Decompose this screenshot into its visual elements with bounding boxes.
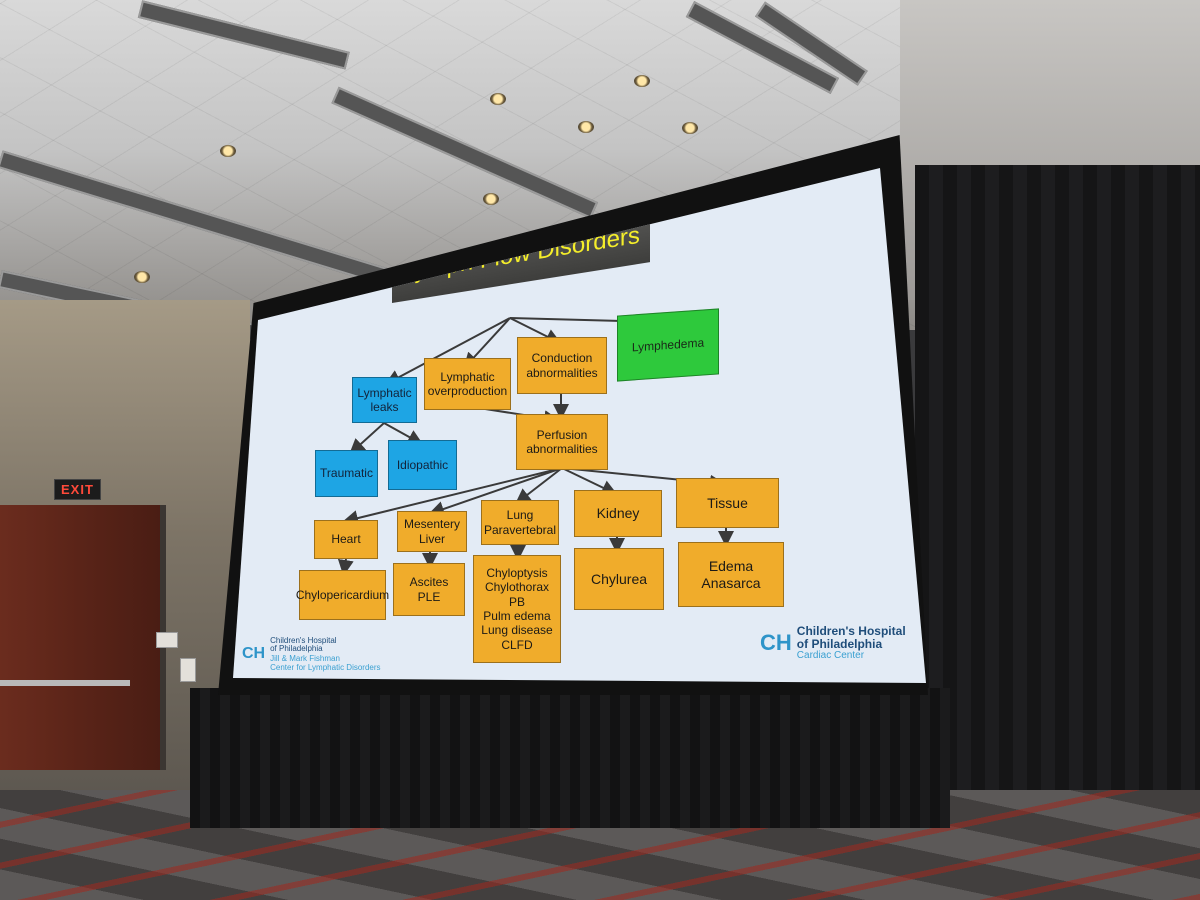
arrow [561, 467, 618, 496]
node-label: Ascites PLE [409, 575, 449, 604]
arrow [342, 467, 563, 526]
node-label: Lymphatic leaks [357, 385, 412, 414]
node-label: Perfusion abnormalities [526, 427, 598, 456]
arrow [514, 467, 563, 505]
node-tissue: Tissue [676, 478, 779, 528]
node-label: Tissue [707, 494, 748, 511]
logo-right-sub: Cardiac Center [796, 650, 865, 662]
ceiling-lamp [682, 122, 698, 134]
node-label: Kidney [596, 505, 640, 522]
node-label: Edema Anasarca [701, 557, 761, 591]
logo-left-name: Children's Hospital of Philadelphia [270, 636, 337, 654]
node-label: Heart [331, 532, 361, 547]
node-label: Chylopericardium [295, 587, 390, 602]
node-label: Mesentery Liver [403, 517, 461, 546]
arrow [337, 558, 354, 576]
node-lymphatic-overproduction: Lymphatic overproduction [424, 358, 511, 410]
black-drape [915, 165, 1200, 900]
node-ascites-ple: Ascites PLE [393, 563, 465, 616]
node-mesentery-liver: Mesentery Liver [397, 511, 467, 552]
node-idiopathic: Idiopathic [388, 440, 457, 490]
node-lung-paravertebral: Lung Paravertebral [481, 500, 559, 545]
node-lymphatic-leaks: Lymphatic leaks [352, 377, 417, 423]
node-heart: Heart [314, 520, 378, 559]
arrow [383, 422, 424, 445]
ceiling-lamp [578, 121, 594, 133]
logo-left-sub: Jill & Mark Fishman Center for Lymphatic… [270, 653, 381, 672]
node-lymphedema: Lymphedema [617, 308, 719, 382]
node-label: Conduction abnormalities [526, 351, 598, 380]
node-kidney: Kidney [574, 490, 662, 537]
logo-right: CH Children's Hospital of Philadelphia C… [760, 624, 906, 662]
node-traumatic: Traumatic [315, 450, 378, 497]
logo-left: CH Children's Hospital of Philadelphia J… [242, 636, 381, 672]
arrow [384, 317, 511, 385]
wall-outlet [180, 658, 196, 682]
node-conduction-abnormalities: Conduction abnormalities [517, 337, 607, 394]
ceiling-lamp [483, 193, 499, 205]
logo-right-name: Children's Hospital of Philadelphia [796, 624, 906, 651]
node-chylurea: Chylurea [574, 548, 664, 610]
node-label: Lymphedema [631, 335, 705, 355]
node-label: Chylurea [590, 570, 648, 587]
node-perfusion-abnormalities: Perfusion abnormalities [516, 414, 608, 470]
node-label: Idiopathic [396, 457, 449, 472]
stage-skirt [190, 688, 950, 828]
exit-door [0, 505, 166, 770]
node-lung-conditions: Chyloptysis Chylothorax PB Pulm edema Lu… [473, 555, 561, 663]
node-edema-anasarca: Edema Anasarca [678, 542, 784, 607]
ceiling-lamp [490, 93, 506, 105]
ceiling-lamp [220, 145, 236, 157]
wall-outlet [156, 632, 178, 648]
exit-sign: EXIT [54, 479, 101, 500]
node-label: Traumatic [320, 466, 373, 481]
chop-logo-icon: CH [242, 645, 266, 663]
ceiling-lamp [634, 75, 650, 87]
node-label: Chyloptysis Chylothorax PB Pulm edema Lu… [481, 565, 553, 652]
node-label: Lymphatic overproduction [427, 369, 508, 398]
node-chylopericardium: Chylopericardium [295, 570, 390, 620]
arrow [428, 467, 563, 517]
door-push-bar [0, 680, 130, 686]
chop-logo-icon: CH [760, 630, 792, 656]
ceiling-lamp [134, 271, 150, 283]
arrow [349, 422, 385, 455]
node-label: Lung Paravertebral [483, 508, 557, 537]
